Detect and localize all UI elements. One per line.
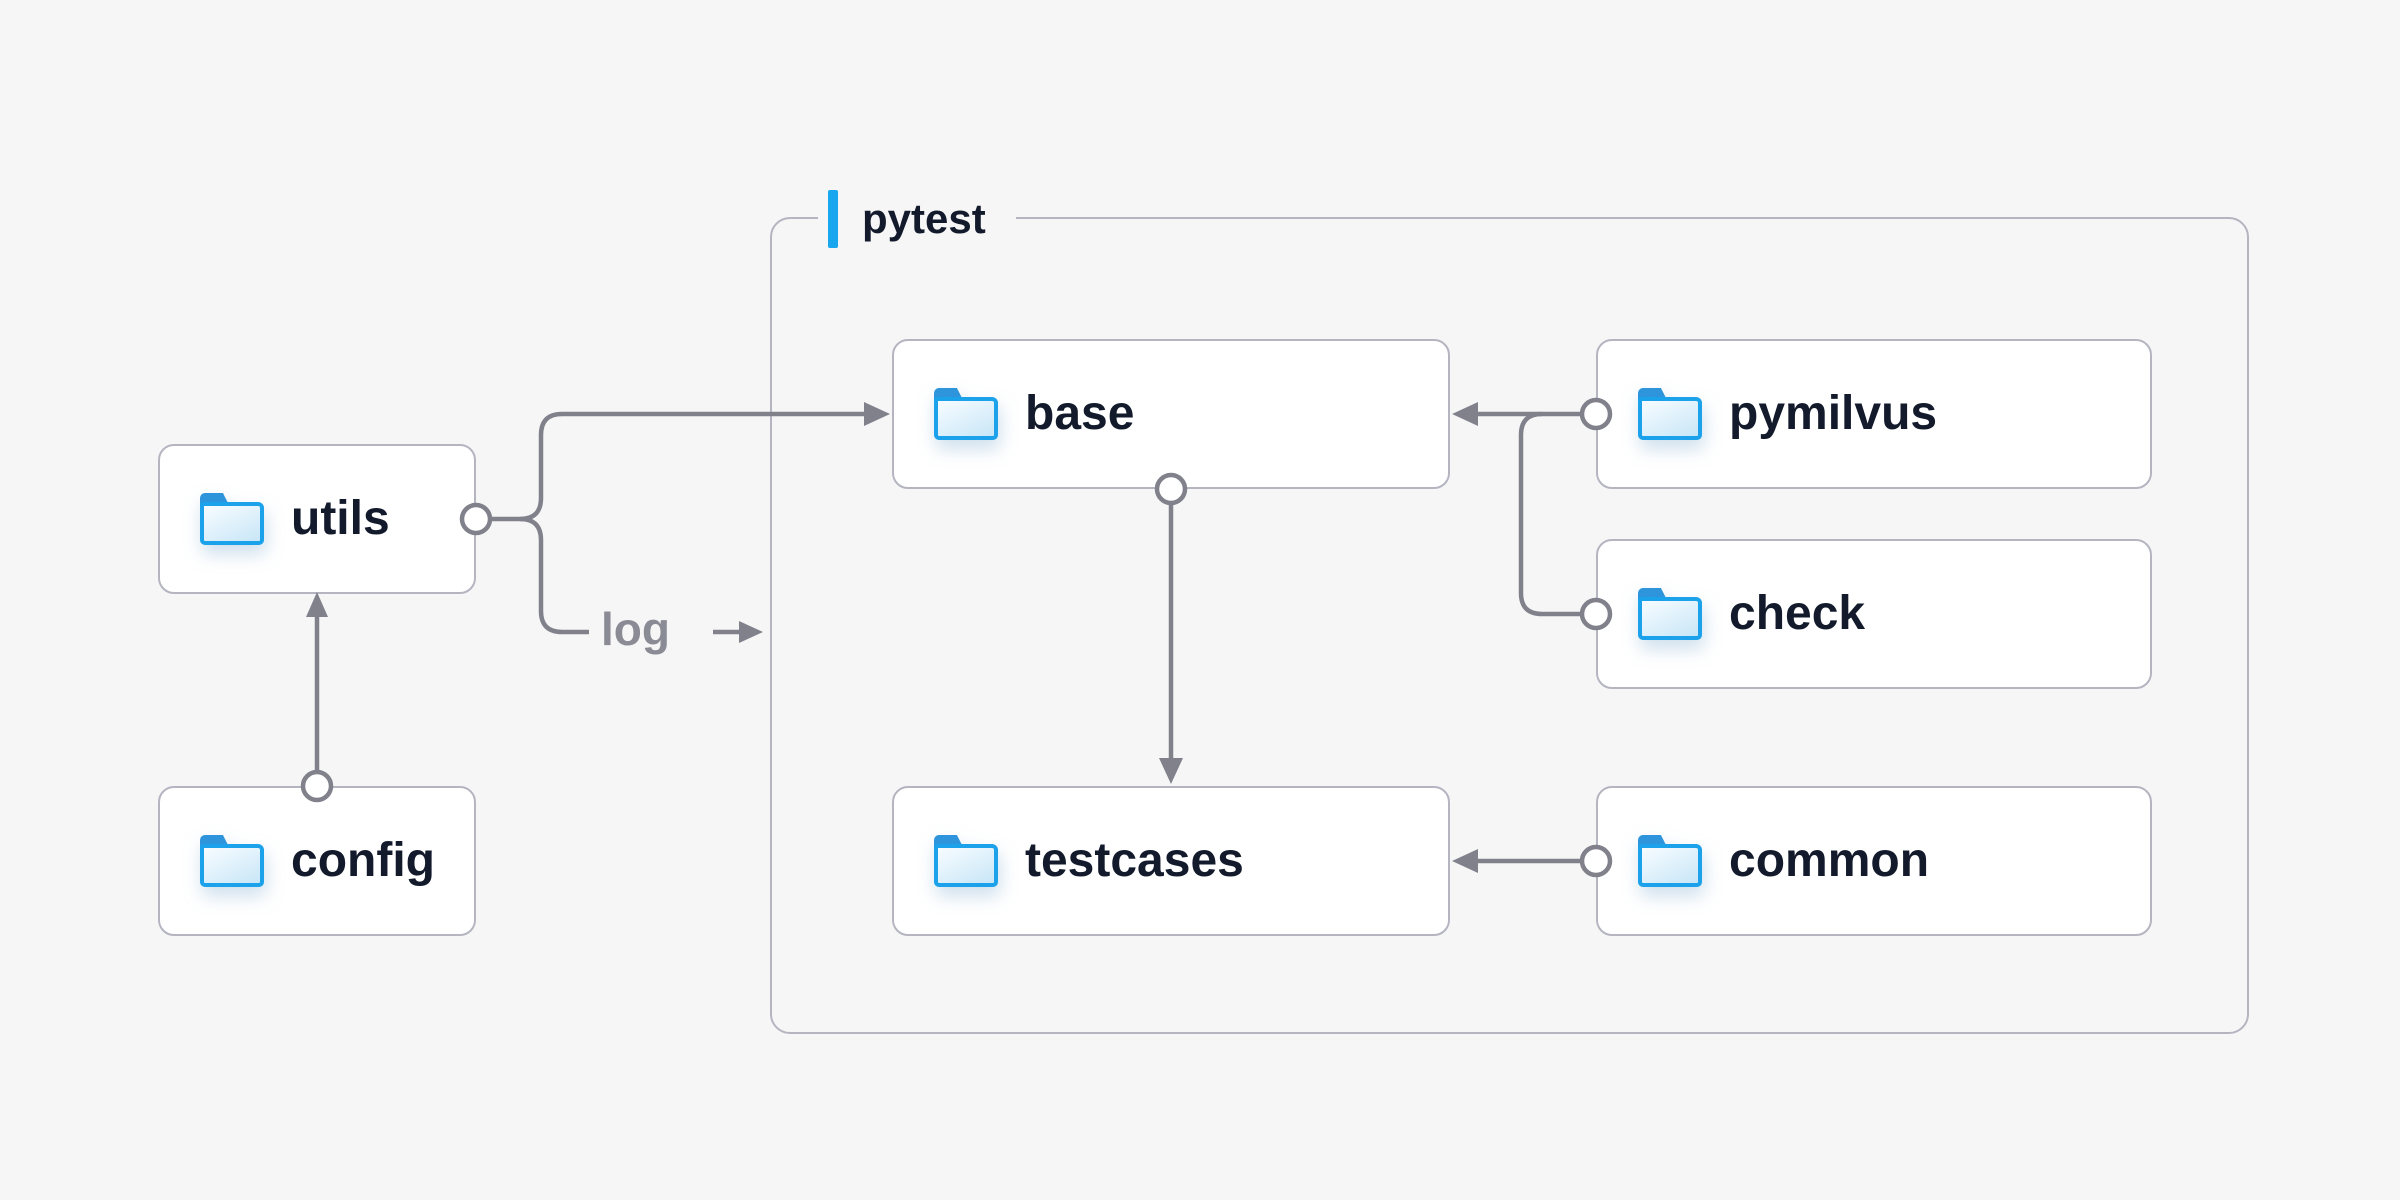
node-utils: utils [158,444,476,594]
node-label: testcases [1025,834,1244,887]
folder-icon [1638,835,1702,887]
node-pymilvus: pymilvus [1596,339,2152,489]
folder-icon [1638,588,1702,640]
folder-icon [200,835,264,887]
node-label: base [1025,387,1135,440]
folder-icon [934,835,998,887]
node-label: config [291,834,435,887]
node-common: common [1596,786,2152,936]
accent-bar [828,190,838,248]
edge-log-arrow [713,621,763,643]
node-label: common [1729,834,1930,887]
node-config: config [158,786,476,936]
node-label: check [1729,587,1866,640]
group-title: pytest [862,195,986,242]
node-check: check [1596,539,2152,689]
node-label: pymilvus [1729,387,1938,440]
folder-icon [934,388,998,440]
node-testcases: testcases [892,786,1450,936]
pytest-group-container: pytest [770,187,2249,1034]
edge-config-to-utils [300,592,334,803]
folder-icon [200,493,264,545]
node-base: base [892,339,1450,489]
node-label: utils [291,492,390,545]
folder-icon [1638,388,1702,440]
edge-label-log: log [601,603,670,656]
pytest-group-label: pytest [818,187,1016,251]
